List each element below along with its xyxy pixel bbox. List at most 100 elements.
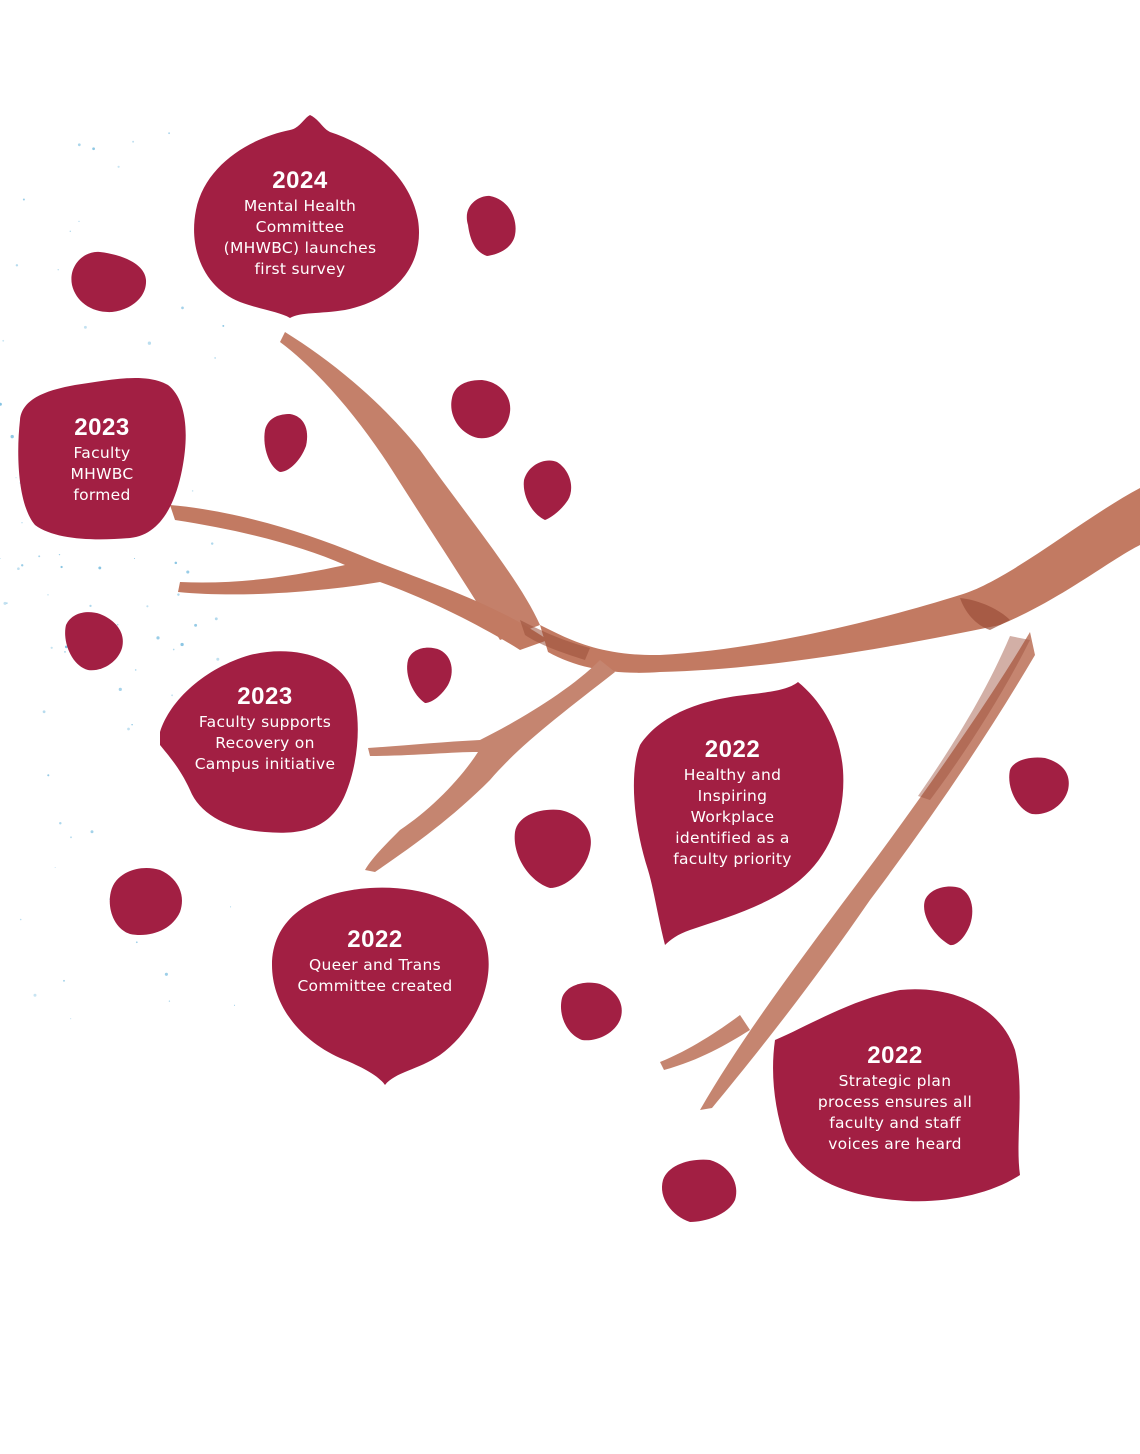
speckle-dot <box>119 688 122 691</box>
speckle-dot <box>222 325 224 327</box>
speckle-dot <box>78 143 81 146</box>
speckle-dot <box>59 822 61 824</box>
speckle-dot <box>230 906 231 907</box>
speckle-dot <box>0 558 1 559</box>
milestone-line: faculty and staff <box>800 1113 990 1134</box>
speckle-dot <box>34 994 37 997</box>
milestone-line: MHWBC <box>32 464 172 485</box>
milestone-line: (MHWBC) launches <box>200 238 400 259</box>
milestone-year: 2022 <box>650 735 815 765</box>
milestone-line: faculty priority <box>650 849 815 870</box>
milestone-leaves <box>18 115 1020 1201</box>
speckle-dot <box>43 710 46 713</box>
milestone-year: 2024 <box>200 166 400 196</box>
milestone-line: voices are heard <box>800 1134 990 1155</box>
speckle-dot <box>78 221 79 222</box>
speckle-dot <box>38 555 40 557</box>
milestone-2022-strategic: 2022 Strategic plan process ensures all … <box>800 1041 990 1155</box>
milestone-line: Faculty supports <box>175 712 355 733</box>
speckle-dot <box>214 357 215 358</box>
milestone-year: 2023 <box>32 413 172 443</box>
speckle-dot <box>11 435 14 438</box>
small-leaf <box>467 196 516 256</box>
speckle-dot <box>211 542 213 544</box>
speckle-dot <box>70 836 72 838</box>
small-leaf <box>1009 758 1069 815</box>
speckle-dot <box>127 728 130 731</box>
speckle-dot <box>47 774 49 776</box>
milestone-line: process ensures all <box>800 1092 990 1113</box>
speckle-dot <box>70 231 71 232</box>
small-leaf <box>524 461 571 520</box>
speckle-dot <box>156 636 159 639</box>
speckle-dot <box>2 340 4 342</box>
speckle-dot <box>117 624 119 626</box>
milestone-2024: 2024 Mental Health Committee (MHWBC) lau… <box>200 166 400 280</box>
milestone-line: Committee created <box>280 976 470 997</box>
speckle-dot <box>215 617 218 620</box>
small-leaf <box>924 887 972 946</box>
speckle-dot <box>51 647 53 649</box>
milestone-year: 2022 <box>280 925 470 955</box>
speckle-dot <box>64 651 66 653</box>
small-leaf <box>515 810 591 888</box>
speckle-dot <box>23 198 25 200</box>
speckle-dot <box>169 1000 170 1001</box>
milestone-line: Committee <box>200 217 400 238</box>
milestone-line: Healthy and <box>650 765 815 786</box>
speckle-dot <box>6 602 8 604</box>
milestone-2022-workplace: 2022 Healthy and Inspiring Workplace ide… <box>650 735 815 870</box>
speckle-dot <box>173 649 175 651</box>
milestone-line: Recovery on <box>175 733 355 754</box>
milestone-2023-recovery: 2023 Faculty supports Recovery on Campus… <box>175 682 355 775</box>
speckle-dot <box>59 554 60 555</box>
speckle-dot <box>58 269 59 270</box>
small-leaf <box>110 868 182 935</box>
speckle-dot <box>186 570 189 573</box>
speckle-dot <box>21 522 22 523</box>
speckle-dot <box>20 919 22 921</box>
milestone-line: Faculty <box>32 443 172 464</box>
milestone-year: 2022 <box>800 1041 990 1071</box>
milestone-2022-queer-trans: 2022 Queer and Trans Committee created <box>280 925 470 997</box>
milestone-line: Workplace <box>650 807 815 828</box>
speckle-dot <box>165 973 168 976</box>
speckle-dot <box>148 342 151 345</box>
speckle-dot <box>91 830 94 833</box>
speckle-dot <box>135 669 137 671</box>
speckle-dot <box>98 566 101 569</box>
speckle-dot <box>171 694 173 696</box>
main-branch <box>540 488 1140 673</box>
speckle-dot <box>177 593 179 595</box>
small-leaf <box>71 252 146 312</box>
speckle-dot <box>175 562 178 565</box>
milestone-line: formed <box>32 485 172 506</box>
speckle-dot <box>118 166 120 168</box>
speckle-dot <box>17 567 20 570</box>
upper-twig <box>280 332 540 640</box>
speckle-dot <box>181 307 184 310</box>
speckle-dot <box>55 867 56 868</box>
speckle-dot <box>192 490 194 492</box>
small-leaf <box>561 983 622 1041</box>
small-leaf <box>662 1160 736 1222</box>
speckle-dot <box>131 724 132 725</box>
speckle-dot <box>92 147 95 150</box>
speckle-dot <box>60 566 62 568</box>
speckle-dot <box>136 941 138 943</box>
milestone-line: Queer and Trans <box>280 955 470 976</box>
speckle-dot <box>16 264 18 266</box>
speckle-dot <box>216 658 219 661</box>
speckle-dot <box>168 132 170 134</box>
speckle-dot <box>234 1005 235 1006</box>
small-leaf <box>407 648 452 703</box>
milestone-line: Mental Health <box>200 196 400 217</box>
milestone-line: first survey <box>200 259 400 280</box>
speckle-dot <box>89 605 91 607</box>
speckle-dot <box>180 643 183 646</box>
speckle-dot <box>63 980 65 982</box>
milestone-2023-mhwbc-formed: 2023 Faculty MHWBC formed <box>32 413 172 506</box>
speckle-dot <box>0 403 2 406</box>
milestone-line: Inspiring <box>650 786 815 807</box>
